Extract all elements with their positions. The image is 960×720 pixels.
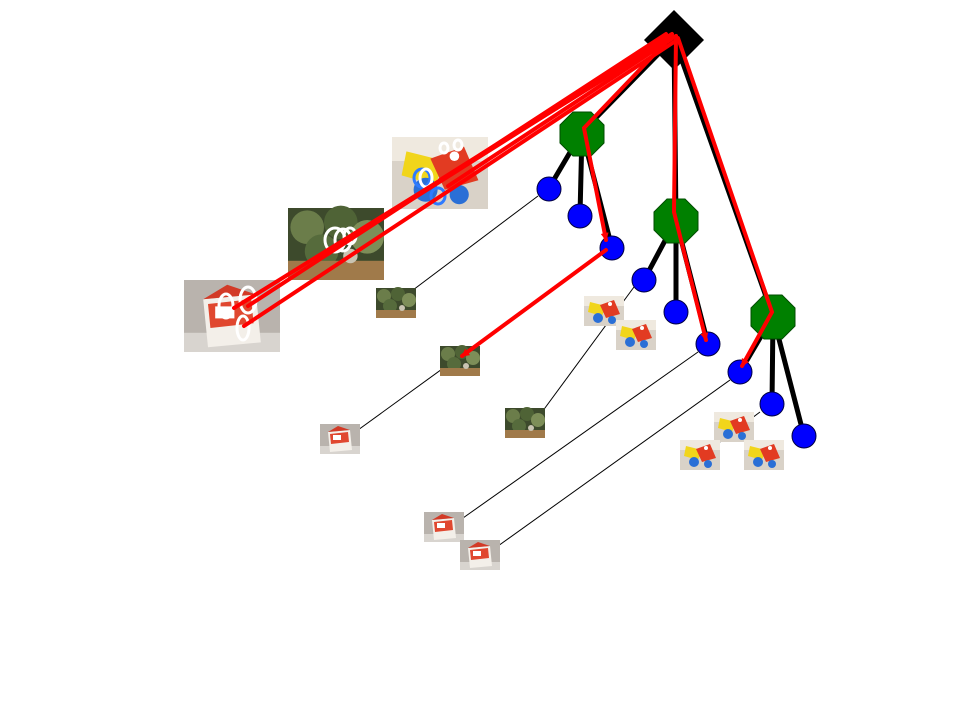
descent-paths — [460, 34, 775, 368]
leaf-node-icon — [631, 267, 657, 293]
leaf-thumb-carton-1 — [320, 424, 360, 454]
leaf-node-icon — [536, 176, 562, 202]
feature-to-root-paths — [232, 32, 678, 328]
leaf-node-icon — [695, 331, 721, 357]
leaf-thumb-carton-2 — [424, 512, 464, 542]
leaf-node-icon — [759, 391, 785, 417]
leaf-thumb-toy-5 — [744, 440, 784, 470]
leaf-node-icon — [599, 235, 625, 261]
leaf-node-icon — [791, 423, 817, 449]
leaf-thumb-toy-4 — [680, 440, 720, 470]
leaf-thumb-toy-2 — [616, 320, 656, 350]
leaf-thumbnail-links — [357, 195, 761, 547]
leaf-node-icon — [663, 299, 689, 325]
leaf-thumb-toy-3 — [714, 412, 754, 442]
query-image-carton — [184, 280, 280, 352]
leaf-thumb-plant-3 — [505, 407, 545, 438]
leaf-thumb-carton-3 — [460, 540, 500, 570]
leaf-node-icon — [727, 359, 753, 385]
internal-node-3-icon — [750, 294, 796, 340]
leaf-thumb-plant-1 — [376, 287, 416, 318]
leaf-node-icon — [567, 203, 593, 229]
toy-feature-circles — [412, 138, 464, 206]
internal-node-1-icon — [559, 111, 605, 157]
